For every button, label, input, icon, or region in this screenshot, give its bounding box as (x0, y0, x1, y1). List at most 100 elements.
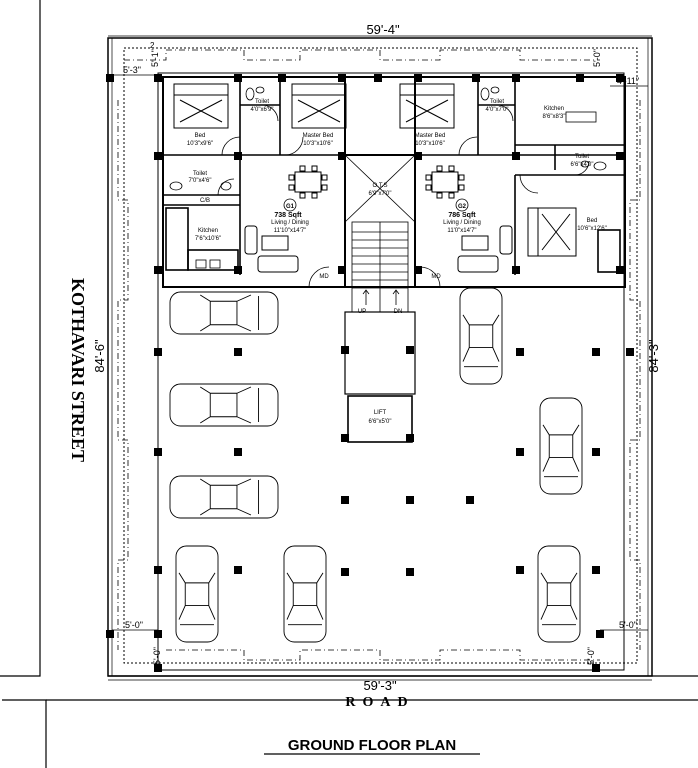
ots-size: 6'9"x7'0" (369, 191, 392, 197)
column (592, 348, 600, 356)
column (154, 266, 162, 274)
cb-label: C/B (200, 198, 210, 204)
left-depth-dimension: 84'-6" (92, 339, 107, 373)
bottom-width-dimension: 59'-3" (363, 678, 397, 693)
parked-car (175, 545, 219, 643)
living-g1-size: 11'10"x14'7" (274, 228, 306, 234)
master-bed-g2-size: 10'3"x10'6" (415, 141, 445, 147)
main-door-g1: MD (319, 274, 329, 280)
column (406, 568, 414, 576)
toilet-fixtures (169, 86, 607, 269)
toilet-g1-top-name: Toilet (255, 99, 269, 105)
column (516, 348, 524, 356)
living-g2-name: Living / Dining (443, 220, 481, 226)
right-depth-dimension: 84'-3" (646, 339, 661, 373)
street-name-left: KOTHAVARI STREET (68, 278, 88, 462)
unit-g2-area: 786 Sqft (448, 212, 476, 219)
column (154, 664, 162, 672)
column (234, 566, 242, 574)
column (616, 74, 624, 82)
lift-size: 6'6"x5'0" (369, 419, 392, 425)
column (341, 434, 349, 442)
toilet-g1-top-size: 4'0"x6'9" (251, 107, 274, 113)
compound-wall-profile (117, 49, 641, 661)
g1-interior-walls (163, 77, 345, 275)
column (234, 348, 242, 356)
bed-g1-name: Bed (195, 133, 206, 139)
parked-car (169, 291, 279, 335)
kitchen-g1-name: Kitchen (198, 228, 218, 234)
structural-columns (106, 74, 634, 672)
lift-name: LIFT (374, 410, 387, 416)
column (406, 496, 414, 504)
setback-top-left-half: 2 (150, 41, 155, 50)
main-door-g2: MD (431, 274, 441, 280)
column (154, 566, 162, 574)
column (154, 630, 162, 638)
plot-boundary (107, 37, 653, 677)
column (512, 74, 520, 82)
column (234, 266, 242, 274)
column (512, 266, 520, 274)
setback-bottom-right: 5'-0" (586, 647, 596, 665)
column (414, 266, 422, 274)
master-bed-g1-size: 10'3"x10'6" (303, 141, 333, 147)
setback-right-top: 4'-11" (617, 76, 639, 86)
living-g1-name: Living / Dining (271, 220, 309, 226)
column (234, 152, 242, 160)
setback-right-bottom: 5'-0" (619, 620, 637, 630)
toilet-g2-right-name: Toilet (575, 154, 589, 160)
ots-name: O.T.S (372, 183, 387, 189)
building-walls (162, 76, 626, 288)
plan-title: GROUND FLOOR PLAN (288, 737, 456, 754)
kitchen-g1-size: 7'6"x10'6" (195, 236, 221, 242)
setback-bottom-left: 5'-0" (152, 647, 162, 665)
column (414, 152, 422, 160)
column (154, 448, 162, 456)
door-swings (217, 104, 590, 288)
living-furniture (244, 165, 513, 273)
unit-g2-code: G2 (458, 204, 467, 210)
column (338, 74, 346, 82)
column (234, 448, 242, 456)
g2-interior-walls (415, 77, 625, 275)
column (596, 630, 604, 638)
parked-car (537, 545, 581, 643)
bed-g2-size: 10'6"x12'6" (577, 226, 607, 232)
toilet-g1-left-size: 7'0"x4'6" (189, 178, 212, 184)
room-labels: Bed 10'3"x9'6" Toilet 4'0"x6'9" Master B… (187, 99, 607, 425)
column (626, 348, 634, 356)
master-bed-g2-name: Master Bed (415, 133, 446, 139)
living-g2-size: 11'0"x14'7" (447, 228, 476, 234)
toilet-g2-right-size: 6'6"x4'0" (571, 162, 594, 168)
column (466, 496, 474, 504)
road-label: ROAD (345, 695, 414, 710)
setback-left-bottom: 5'-0" (125, 620, 143, 630)
column (278, 74, 286, 82)
column (472, 74, 480, 82)
parked-car (459, 287, 503, 385)
unit-tags: G1 738 Sqft G2 786 Sqft (274, 198, 476, 219)
dimension-lines (108, 35, 652, 681)
parked-cars (169, 287, 583, 643)
kitchen-g2-name: Kitchen (544, 106, 564, 112)
column (154, 152, 162, 160)
master-bed-g1-name: Master Bed (303, 133, 334, 139)
column (338, 152, 346, 160)
setback-top-right: 5'-0" (592, 49, 602, 67)
bed-g2-name: Bed (587, 218, 598, 224)
stair-down-label: DN (394, 309, 403, 315)
setback-top-left: 5'-1" (150, 49, 160, 67)
column (341, 568, 349, 576)
column (592, 566, 600, 574)
column (374, 74, 382, 82)
setback-left-top: 5'-3" (123, 65, 141, 75)
toilet-g1-left-name: Toilet (193, 171, 207, 177)
column (106, 630, 114, 638)
column (406, 346, 414, 354)
kitchen-g2-size: 8'6"x8'3" (543, 114, 566, 120)
column (592, 664, 600, 672)
toilet-g2-top-name: Toilet (490, 99, 504, 105)
parked-car (283, 545, 327, 643)
